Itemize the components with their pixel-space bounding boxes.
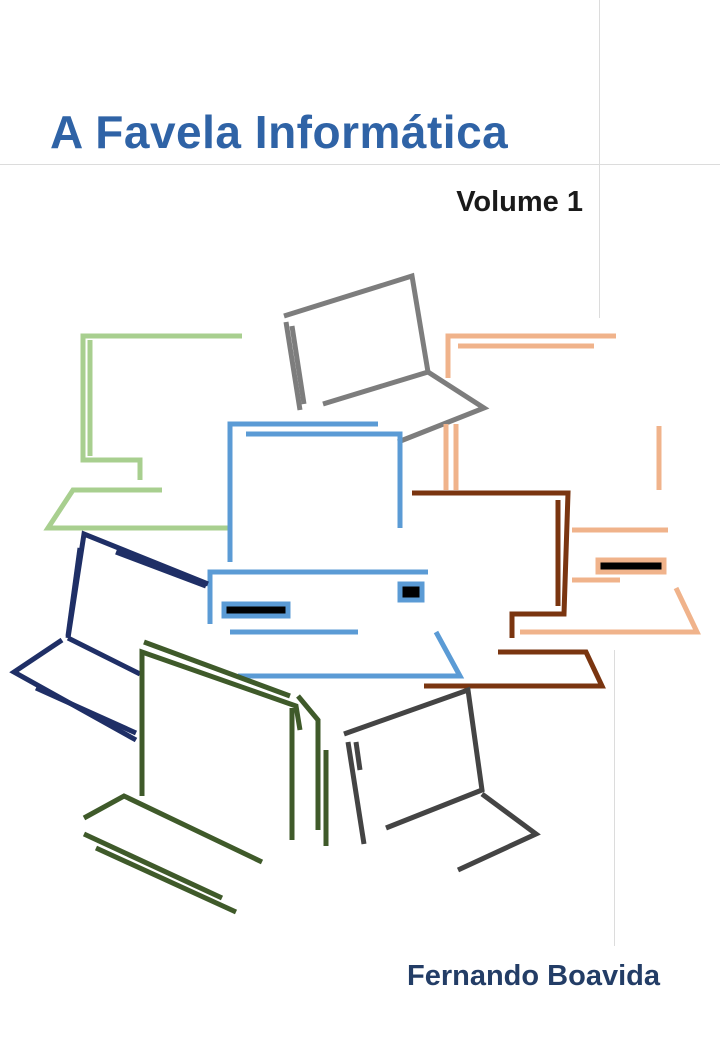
peach-desktop-icon [443, 333, 701, 635]
navy-laptop-icon [9, 530, 209, 743]
author-name: Fernando Boavida [407, 960, 660, 992]
gray-laptop-icon [283, 272, 490, 445]
guide-line-vertical-bottom [614, 650, 615, 946]
brown-desktop-icon [412, 490, 606, 689]
book-title: A Favela Informática [50, 106, 509, 158]
volume-label: Volume 1 [456, 186, 583, 218]
guide-line-vertical-top [599, 0, 600, 318]
charcoal-laptop-icon [343, 686, 541, 873]
blue-desktop-icon [207, 421, 465, 679]
guide-line-horizontal [0, 164, 720, 165]
light-green-desktop-icon [43, 333, 242, 531]
olive-laptop-icon [82, 639, 329, 915]
